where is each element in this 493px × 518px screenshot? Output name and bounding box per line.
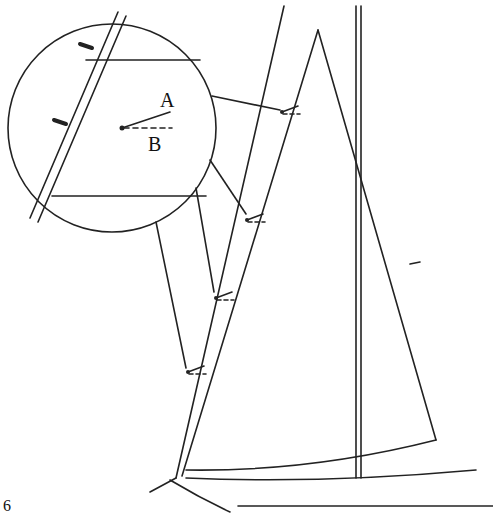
- label-a: A: [160, 90, 174, 110]
- label-b: B: [148, 134, 161, 154]
- page-number: 6: [3, 498, 11, 514]
